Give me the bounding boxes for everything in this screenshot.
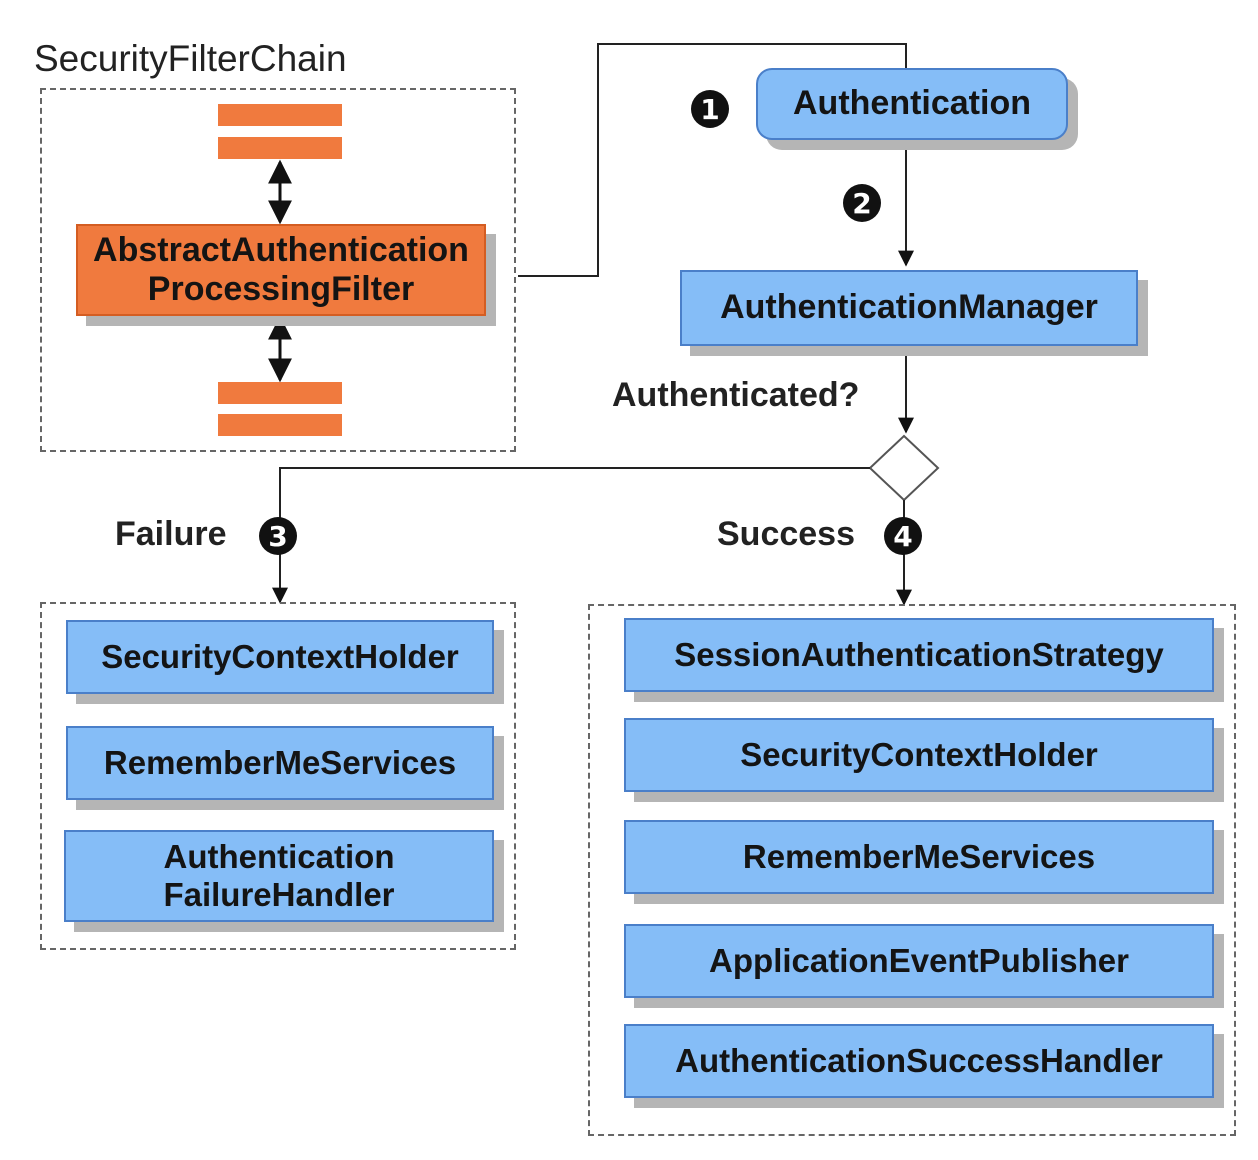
filter-bar: [218, 382, 342, 404]
filter-bar: [218, 137, 342, 159]
failure-remember-me-services: RememberMeServices: [66, 726, 494, 800]
step-3-badge: 3: [259, 517, 297, 555]
filter-bar: [218, 414, 342, 436]
success-application-event-publisher: ApplicationEventPublisher: [624, 924, 1214, 998]
success-security-context-holder: SecurityContextHolder: [624, 718, 1214, 792]
security-filter-chain-title: SecurityFilterChain: [34, 38, 347, 79]
step-1-badge: 1: [691, 90, 729, 128]
failure-handler-line2: FailureHandler: [163, 876, 395, 913]
filter-to-authentication-line: [518, 43, 907, 277]
step-4-badge: 4: [884, 517, 922, 555]
success-session-authentication-strategy: SessionAuthenticationStrategy: [624, 618, 1214, 692]
failure-label: Failure: [115, 515, 227, 553]
abstract-authentication-processing-filter: AbstractAuthentication ProcessingFilter: [76, 224, 486, 316]
failure-branch-line: [272, 467, 870, 604]
failure-security-context-holder: SecurityContextHolder: [66, 620, 494, 694]
filter-label-line1: AbstractAuthentication: [93, 230, 469, 269]
success-label: Success: [717, 515, 855, 553]
failure-handler-line1: Authentication: [163, 838, 395, 876]
success-authentication-success-handler: AuthenticationSuccessHandler: [624, 1024, 1214, 1098]
filter-label-line2: ProcessingFilter: [147, 270, 415, 308]
security-filter-chain-box: [40, 88, 516, 452]
authenticated-question-label: Authenticated?: [612, 376, 860, 414]
authentication-box: Authentication: [756, 68, 1068, 140]
success-remember-me-services: RememberMeServices: [624, 820, 1214, 894]
failure-box: [40, 602, 516, 950]
authentication-failure-handler: Authentication FailureHandler: [64, 830, 494, 922]
step-2-badge: 2: [843, 184, 881, 222]
filter-bar: [218, 104, 342, 126]
success-box: [588, 604, 1236, 1136]
decision-diamond: [868, 434, 940, 502]
authentication-manager-box: AuthenticationManager: [680, 270, 1138, 346]
